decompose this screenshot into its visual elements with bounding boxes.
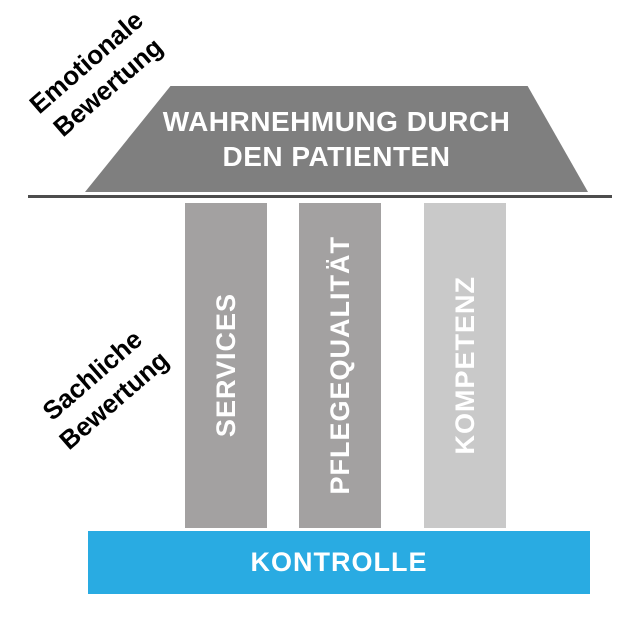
pillar-services-label: SERVICES [210,293,241,438]
pillar-services: SERVICES [185,203,267,528]
factual-rating-label: Sachliche Bewertung [10,301,196,475]
pillar-pflegequalitaet-label: PFLEGEQUALITÄT [324,236,355,495]
pillar-kompetenz-label: KOMPETENZ [449,276,480,455]
base-bar-label: KONTROLLE [250,547,428,577]
roof-title: WAHRNEHMUNG DURCH DEN PATIENTEN [162,106,511,172]
base-bar: KONTROLLE [88,531,590,594]
roof-trapezoid: WAHRNEHMUNG DURCH DEN PATIENTEN [85,86,588,192]
pillar-pflegequalitaet: PFLEGEQUALITÄT [299,203,381,528]
divider-line [28,195,612,198]
pillar-kompetenz: KOMPETENZ [424,203,506,528]
